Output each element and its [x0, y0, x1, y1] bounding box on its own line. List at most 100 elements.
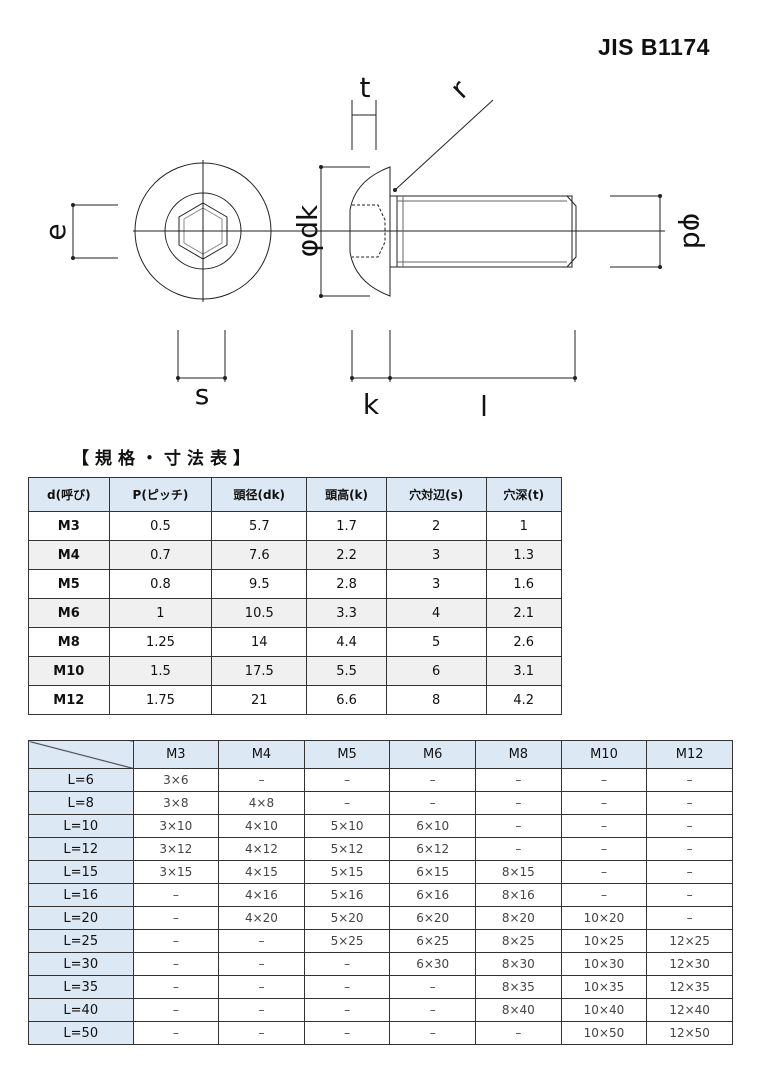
table-cell: 3×12: [132, 837, 220, 861]
table-cell: –: [646, 883, 733, 907]
table-cell: 1: [485, 511, 562, 541]
table-cell: 4×8: [218, 791, 305, 815]
table-cell: 3×6: [132, 768, 220, 792]
table-cell: 8×40: [475, 998, 562, 1022]
table-cell: 4.4: [306, 627, 387, 657]
table-cell: –: [389, 768, 476, 792]
table-cell: 4×12: [218, 837, 305, 861]
column-header: M5: [303, 740, 391, 769]
table-cell: 1.5: [108, 656, 213, 686]
table-cell: 6.6: [306, 685, 387, 715]
table-cell: 10×25: [560, 929, 648, 953]
table-cell: 12×25: [646, 929, 733, 953]
side-view: [349, 166, 577, 297]
table-cell: –: [475, 768, 562, 792]
table-cell: –: [646, 791, 733, 815]
table-cell: –: [646, 837, 733, 861]
table-cell: –: [132, 929, 220, 953]
length-label: L=8: [28, 791, 134, 815]
table-cell: –: [218, 1021, 305, 1045]
table-cell: 2.6: [485, 627, 562, 657]
table-cell: 12×50: [646, 1021, 733, 1045]
table-cell: 4×20: [218, 906, 305, 930]
table-cell: 2.8: [306, 569, 387, 599]
size-label: M10: [28, 656, 110, 686]
table-cell: 10.5: [211, 598, 308, 628]
table-cell: –: [389, 1021, 476, 1045]
table-cell: –: [132, 1021, 220, 1045]
table-cell: 5×10: [303, 814, 391, 838]
length-label: L=10: [28, 814, 134, 838]
table-cell: –: [218, 998, 305, 1022]
table-cell: 5×15: [303, 860, 391, 884]
spec-table-title: 【規格・寸法表】: [72, 449, 256, 468]
table-cell: –: [132, 883, 220, 907]
size-label: M6: [28, 598, 110, 628]
table-cell: 21: [211, 685, 308, 715]
table-cell: 6: [385, 656, 487, 686]
table-cell: 1.3: [485, 540, 562, 570]
table-cell: 3.3: [306, 598, 387, 628]
table-cell: 6×20: [389, 906, 476, 930]
label-l: l: [480, 390, 488, 423]
table-cell: –: [646, 860, 733, 884]
size-label: M5: [28, 569, 110, 599]
table-cell: –: [475, 837, 562, 861]
table-cell: 1.75: [108, 685, 213, 715]
size-label: M4: [28, 540, 110, 570]
table-cell: –: [218, 768, 305, 792]
dim-dk: φdk: [291, 165, 370, 298]
table-cell: 4.2: [485, 685, 562, 715]
table-cell: –: [389, 791, 476, 815]
table-cell: 5.5: [306, 656, 387, 686]
table-cell: 3×8: [132, 791, 220, 815]
table-cell: 4: [385, 598, 487, 628]
table-cell: 5×25: [303, 929, 391, 953]
table-cell: –: [389, 975, 476, 999]
length-label: L=15: [28, 860, 134, 884]
table-cell: 10×35: [560, 975, 648, 999]
length-label: L=25: [28, 929, 134, 953]
dim-d: φd: [610, 194, 710, 269]
column-header: M10: [560, 740, 648, 769]
column-header: M12: [646, 740, 733, 769]
length-label: L=50: [28, 1021, 134, 1045]
table-cell: –: [303, 952, 391, 976]
table-cell: 12×30: [646, 952, 733, 976]
table-cell: 5×16: [303, 883, 391, 907]
table-cell: –: [560, 791, 648, 815]
label-r: r: [444, 73, 476, 105]
column-header: M6: [389, 740, 476, 769]
dim-e: e: [39, 203, 118, 260]
table-cell: 0.8: [108, 569, 213, 599]
table-cell: 6×25: [389, 929, 476, 953]
table-cell: 9.5: [211, 569, 308, 599]
table-cell: –: [132, 975, 220, 999]
dim-t: t: [351, 71, 377, 150]
table-cell: 10×20: [560, 906, 648, 930]
size-label: M3: [28, 511, 110, 541]
table-cell: 0.7: [108, 540, 213, 570]
column-header: M4: [218, 740, 305, 769]
table-cell: 8×16: [475, 883, 562, 907]
table-cell: –: [303, 1021, 391, 1045]
table-cell: 14: [211, 627, 308, 657]
table-cell: 3: [385, 540, 487, 570]
table-cell: –: [303, 975, 391, 999]
table-cell: 7.6: [211, 540, 308, 570]
table-cell: –: [303, 998, 391, 1022]
table-cell: 1.7: [306, 511, 387, 541]
table-cell: 6×15: [389, 860, 476, 884]
